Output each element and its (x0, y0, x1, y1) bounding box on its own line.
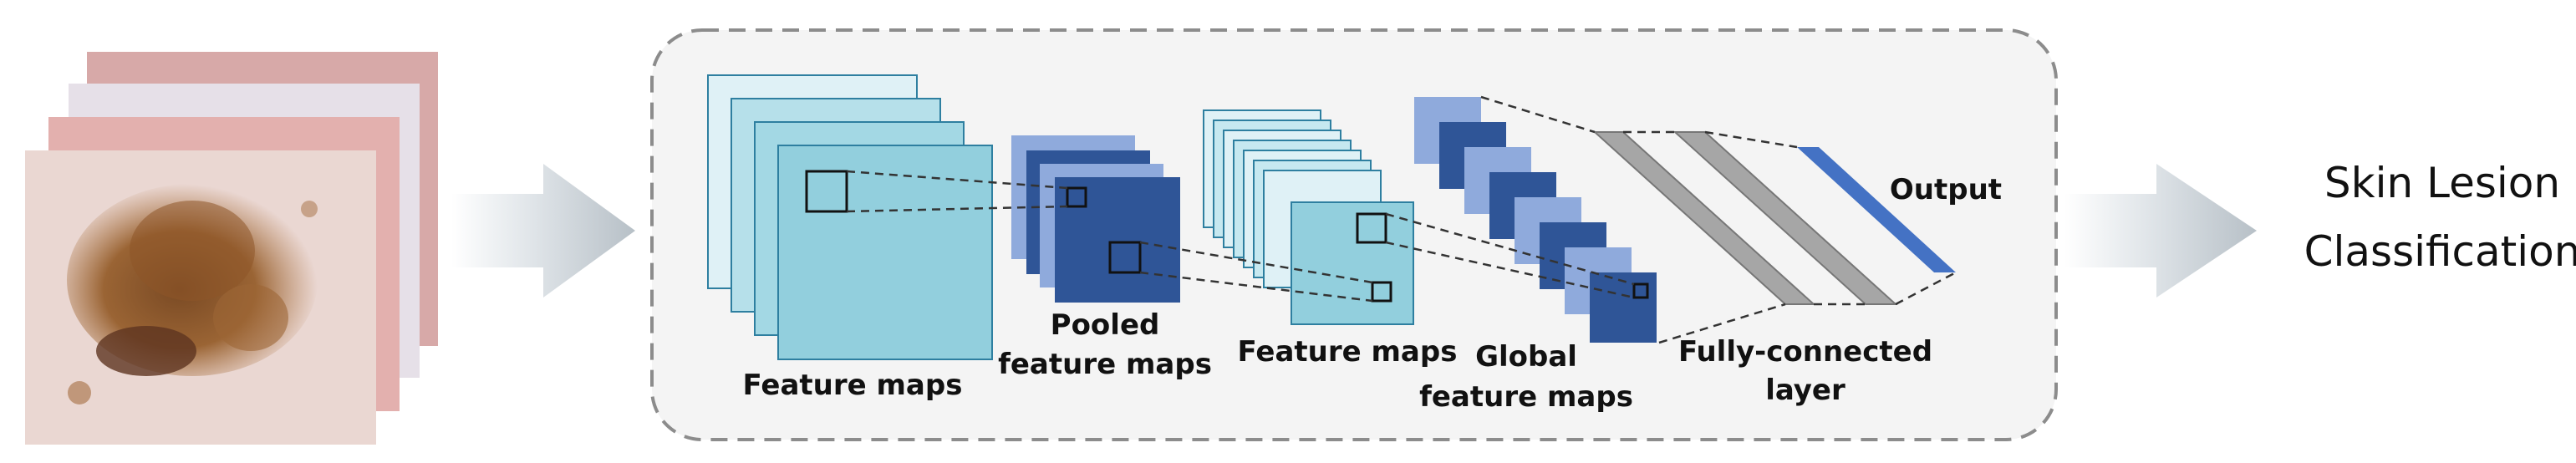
fc-label-line1: Fully-connected (1678, 335, 1932, 369)
connection-line (1139, 271, 1373, 303)
pooled-map-layer (1055, 177, 1180, 303)
global-cell (1632, 282, 1649, 299)
connection-line (1385, 212, 1635, 286)
output-label: Output (1890, 173, 2002, 206)
connection-line (1139, 241, 1373, 284)
input-image-stack (25, 52, 438, 445)
pooled-feature-maps-block (1011, 135, 1180, 303)
pooled-cell (1066, 186, 1087, 208)
feature-maps-block-2 (1203, 109, 1414, 325)
arrow-right-icon (451, 164, 635, 298)
output-bar (1797, 147, 1956, 272)
global-label-line1: Global (1475, 340, 1577, 374)
connection-line (1895, 271, 1957, 306)
feature-cell (1371, 281, 1392, 303)
receptive-field (1356, 212, 1387, 244)
feature-maps-label-1: Feature maps (743, 369, 963, 402)
arrow-right-icon (2064, 164, 2257, 298)
connection-line (1480, 95, 1596, 134)
global-feature-maps-block (1414, 97, 1657, 343)
feature-maps-label-2: Feature maps (1238, 335, 1458, 369)
pooled-label-line2: feature maps (998, 348, 1212, 381)
result-line1: Skin Lesion (2324, 159, 2560, 207)
feature-map-layer (1291, 201, 1414, 325)
feature-map-layer (777, 145, 993, 360)
receptive-field (805, 170, 848, 213)
result-line2: Classification (2304, 227, 2576, 276)
skin-lesion-photo (67, 184, 318, 404)
connection-lines (846, 95, 1957, 344)
fully-connected-layer (1592, 131, 1956, 305)
connection-line (1658, 303, 1786, 344)
global-label-line2: feature maps (1419, 380, 1633, 414)
receptive-field (1108, 241, 1142, 274)
feature-maps-block-1 (707, 74, 993, 360)
fc-label-line2: layer (1765, 374, 1845, 407)
pooled-label-line1: Pooled (1051, 308, 1160, 342)
connection-line (1704, 130, 1798, 149)
